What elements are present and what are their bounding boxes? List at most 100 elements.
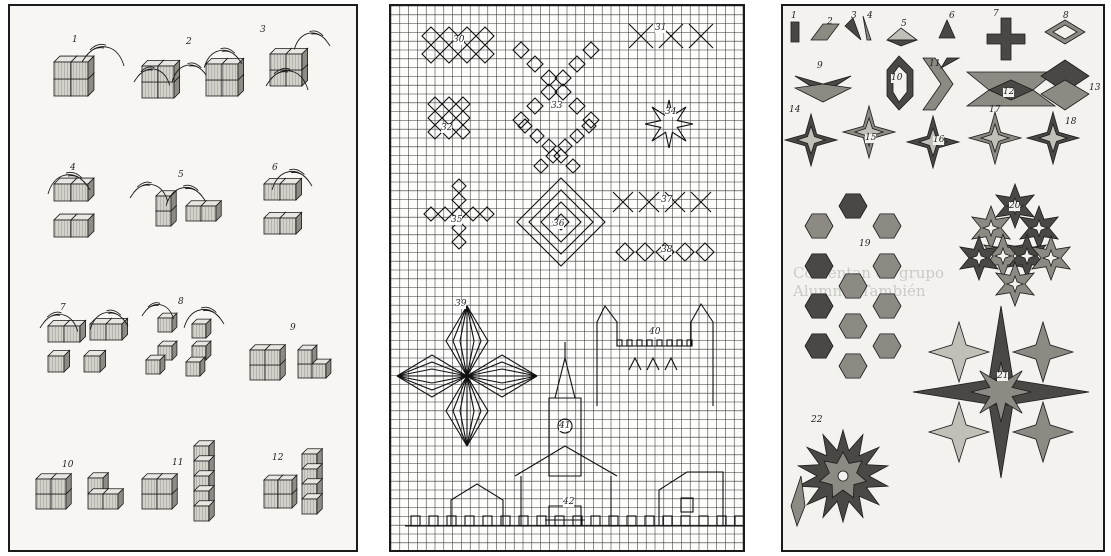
cube — [51, 474, 71, 494]
cube — [106, 318, 128, 340]
diamond-motif — [438, 207, 452, 221]
figure-number: 14 — [789, 106, 800, 115]
cube — [48, 350, 70, 372]
hexagon-tile — [873, 254, 901, 278]
x-motif — [629, 24, 653, 48]
figure-number: 5 — [178, 171, 184, 180]
figure-number: 36 — [553, 220, 564, 229]
hexagon-tile — [805, 334, 833, 358]
diamond-motif — [518, 119, 532, 133]
star-tile — [929, 402, 989, 462]
mosaic-drawings — [783, 6, 1105, 552]
hexagon-tile — [805, 254, 833, 278]
figure-number: 21 — [997, 372, 1008, 381]
figure-number: 11 — [929, 60, 940, 69]
figure-number: 34 — [665, 108, 676, 117]
diamond-motif — [554, 149, 568, 163]
figure-number: 8 — [178, 298, 184, 307]
figure-number: 5 — [901, 20, 907, 29]
star-tile — [1013, 402, 1073, 462]
figure-number: 15 — [865, 134, 876, 143]
figure-number: 33 — [551, 102, 562, 111]
figure-number: 3 — [260, 26, 266, 35]
diamond-motif — [442, 97, 456, 111]
figure-number: 37 — [661, 196, 672, 205]
cube — [286, 48, 308, 70]
figure-number: 20 — [1009, 202, 1020, 211]
figure-number: 35 — [451, 216, 462, 225]
x-motif — [639, 192, 659, 212]
mosaic-tile — [845, 18, 861, 40]
diamond-motif — [466, 207, 480, 221]
figure-number: 7 — [60, 304, 66, 313]
figure-number: 7 — [993, 10, 999, 19]
hexagon-tile — [805, 294, 833, 318]
figure-number: 41 — [559, 422, 570, 431]
diamond-motif — [476, 27, 494, 45]
figure-number: 4 — [867, 12, 873, 21]
diamond-motif — [696, 243, 714, 261]
figure-number: 31 — [655, 24, 666, 33]
x-motif — [613, 192, 633, 212]
mosaic-tile — [941, 58, 959, 68]
cube — [71, 56, 94, 79]
cube-plate: 1 2 3 4 5 6 7 8 9 10 11 12 — [8, 4, 358, 552]
figure-number: 4 — [70, 164, 76, 173]
mosaic-tile — [795, 84, 851, 102]
house-outline — [451, 484, 503, 526]
grid-drawings — [391, 6, 745, 552]
cube — [298, 345, 317, 364]
figure-number: 18 — [1065, 118, 1076, 127]
cube — [312, 359, 331, 378]
figure-number: 16 — [933, 136, 944, 145]
figure-number: 42 — [563, 498, 574, 507]
cube — [201, 201, 221, 221]
cube — [280, 212, 302, 234]
diamond-motif — [616, 243, 634, 261]
cube — [158, 313, 177, 332]
hexagon-tile — [839, 274, 867, 298]
diamond-motif — [422, 27, 440, 45]
cube — [71, 178, 94, 201]
mosaic-tile — [939, 20, 955, 38]
diamond-motif — [534, 159, 548, 173]
diamond-motif — [558, 139, 572, 153]
star-center — [981, 124, 1009, 152]
diamond-motif — [569, 56, 585, 72]
figure-number: 12 — [272, 454, 283, 463]
figure-number: 9 — [290, 324, 296, 333]
figure-number: 22 — [811, 416, 822, 425]
figure-number: 6 — [949, 12, 955, 21]
figure-number: 11 — [172, 459, 183, 468]
cube-drawings — [10, 6, 358, 552]
figure-number: 17 — [989, 106, 1000, 115]
diamond-motif — [456, 97, 470, 111]
diamond-motif — [452, 193, 466, 207]
diamond-motif — [676, 243, 694, 261]
diamond-motif — [570, 129, 584, 143]
figure-number: 12 — [1003, 88, 1014, 97]
cube — [192, 319, 211, 338]
figure-number: 3 — [851, 12, 857, 21]
diamond-motif — [440, 45, 458, 63]
cube — [278, 475, 297, 494]
diamond-motif — [456, 111, 470, 125]
hexagon-tile — [873, 214, 901, 238]
hexagon-tile — [873, 294, 901, 318]
hexagon-tile — [839, 354, 867, 378]
hand-outline — [294, 31, 330, 49]
diamond-motif — [546, 149, 560, 163]
church-outline — [549, 342, 581, 476]
cube — [158, 60, 180, 82]
star-center — [1039, 124, 1067, 152]
figure-number: 1 — [791, 12, 797, 21]
cube — [280, 178, 302, 200]
hexagon-tile — [873, 334, 901, 358]
figure-number: 6 — [272, 164, 278, 173]
mosaic-tile — [811, 24, 839, 40]
grid-plate: 30 31 32 33 34 35 36 37 38 39 40 41 42 — [389, 4, 745, 552]
figure-number: 10 — [62, 461, 73, 470]
diamond-motif — [422, 45, 440, 63]
figure-number: 32 — [441, 124, 452, 133]
star-tile — [1013, 322, 1073, 382]
